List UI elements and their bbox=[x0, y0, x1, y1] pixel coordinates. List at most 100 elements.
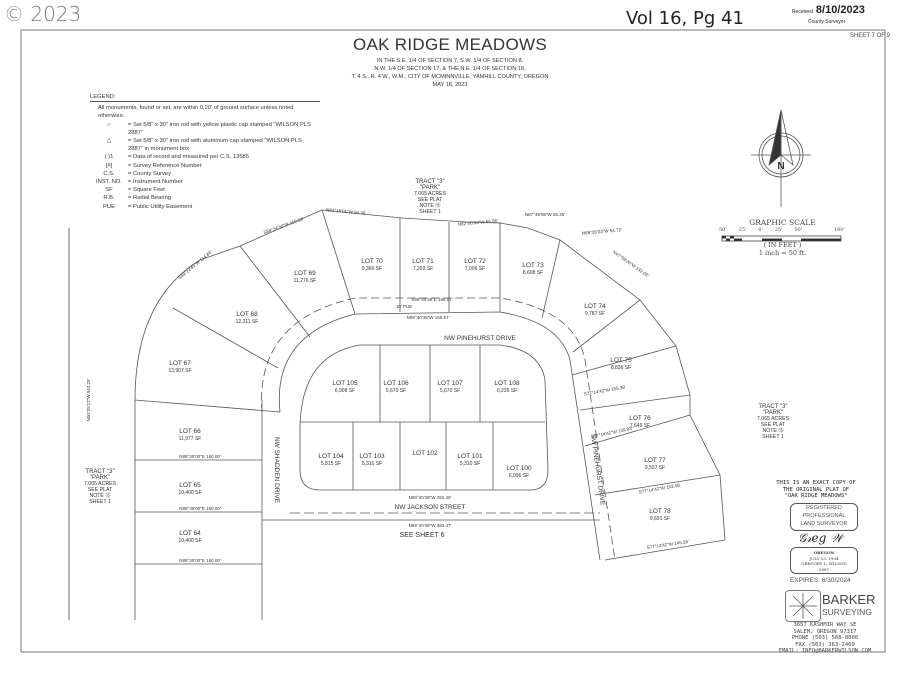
lot-area: 5,670 SF bbox=[386, 388, 406, 394]
subtitle-line: IN THE S.E. 1/4 OF SECTION 7, S.W. 1/4 O… bbox=[376, 58, 524, 64]
tract-park-label: SHEET 1 bbox=[762, 434, 784, 440]
legend-symbol: R.B. bbox=[103, 195, 115, 202]
scale-ticks: 50'25'0'25'50'100' bbox=[719, 227, 845, 233]
fax: FAX (503) 363-2469 bbox=[795, 641, 855, 648]
stamp-line: REGISTERED bbox=[806, 505, 842, 511]
tract-park-label: "PARK" bbox=[420, 185, 440, 191]
street-jackson: NW JACKSON STREET bbox=[395, 504, 466, 511]
north-label: N bbox=[777, 161, 784, 172]
lot-number: LOT 103 bbox=[359, 453, 385, 460]
bearing-label: N82°00'03"W 65.56' bbox=[458, 218, 499, 226]
lot-area: 5,670 SF bbox=[440, 388, 460, 394]
surveyor-signature: 𝒢𝓇𝑒𝑔 𝒲 bbox=[798, 531, 843, 545]
tract-park-label: SHEET 1 bbox=[419, 209, 441, 215]
tract-park-label: 7.065 ACRES bbox=[757, 416, 790, 422]
lot-number: LOT 67 bbox=[169, 360, 191, 367]
legend-symbol: [#] bbox=[105, 162, 113, 169]
legend-heading: LEGEND: bbox=[90, 93, 320, 103]
bearing-label: S77°14'42"W 155.39' bbox=[583, 384, 626, 396]
lot-area: 9,507 SF bbox=[645, 465, 665, 471]
lot-number: LOT 64 bbox=[179, 530, 201, 537]
tract-park-label: SHEET 1 bbox=[89, 499, 111, 505]
street-pinehurst-vertical: NW PINEHURST DRIVE bbox=[589, 434, 606, 507]
sheet-number: SHEET 7 OF 9 bbox=[850, 33, 890, 39]
legend-item: INST. NO.= Instrument Number bbox=[90, 178, 320, 186]
lot-number: LOT 65 bbox=[179, 482, 201, 489]
tract-park-label: "PARK" bbox=[763, 410, 783, 416]
legend-symbol: ( )1 bbox=[104, 154, 114, 161]
lot-number: LOT 72 bbox=[464, 258, 486, 265]
tract-park-label: 7.065 ACRES bbox=[84, 481, 117, 487]
legend-item: PUE= Public Utility Easement bbox=[90, 203, 320, 211]
lot-number: LOT 101 bbox=[457, 453, 483, 460]
lot-area: 5,310 SF bbox=[362, 461, 382, 467]
bearing-label: N47°56'26"W 132.05' bbox=[612, 249, 650, 278]
email: EMAIL: INFO@BARKERWILSON.COM bbox=[778, 648, 872, 654]
tract-park-label: NOTE ⑬ bbox=[419, 201, 440, 209]
lot-72: LOT 727,006 SF bbox=[464, 258, 486, 272]
barker-compass-logo-icon bbox=[785, 590, 821, 622]
bearing-label: S77°14'42"W 152.58' bbox=[638, 482, 681, 494]
lot-area: 8,836 SF bbox=[611, 365, 631, 371]
scale-tick: 50' bbox=[794, 227, 803, 233]
legend-symbol: ○ bbox=[107, 121, 111, 128]
stamp-line: JULY 13, 1994 bbox=[809, 555, 839, 561]
street-labels: NW PINEHURST DRIVE NW JACKSON STREET NW … bbox=[273, 335, 606, 539]
bearing-label: N89°40'38"W 292.40' bbox=[409, 495, 452, 500]
legend-text: = Square Feet bbox=[128, 187, 165, 194]
bearing-label: S68°24'30"W 110.33' bbox=[263, 216, 304, 235]
scale-tick: 0' bbox=[758, 227, 763, 233]
legend-symbol: PUE bbox=[103, 203, 115, 210]
street-shadden: NW SHADDEN DRIVE bbox=[273, 437, 280, 504]
subtitle-date: MAY 18, 2023 bbox=[432, 82, 468, 88]
legend-note: All monuments, found or set, are within … bbox=[98, 105, 294, 120]
copy-line: THIS IS AN EXACT COPY OF bbox=[776, 480, 856, 486]
copyright-notice: © 2023 bbox=[4, 2, 82, 26]
lot-number: LOT 107 bbox=[437, 380, 463, 387]
lot-number: LOT 74 bbox=[584, 303, 606, 310]
legend-symbol: C.S. bbox=[103, 170, 115, 177]
legend-text: = Instrument Number bbox=[128, 179, 183, 186]
lot-73: LOT 738,608 SF bbox=[522, 262, 544, 276]
lot-area: 9,787 SF bbox=[585, 311, 605, 317]
north-arrow-compass-icon: N bbox=[751, 109, 811, 207]
scale-units: ( IN FEET ) bbox=[763, 241, 802, 249]
graphic-scale-bar bbox=[721, 235, 842, 242]
lot-area: 9,366 SF bbox=[362, 266, 382, 272]
tract-park-label: TRACT "3" bbox=[85, 469, 114, 475]
company-address: 3657 KASHMIR WAY SE SALEM, OREGON 97317 … bbox=[760, 622, 890, 655]
lot-74: LOT 749,787 SF bbox=[584, 303, 606, 317]
exact-copy-statement: THIS IS AN EXACT COPY OF THE ORIGINAL PL… bbox=[760, 480, 872, 500]
bearing-label: N00°25'12"W 942.29' bbox=[86, 379, 91, 422]
lot-area: 6,096 SF bbox=[509, 473, 529, 479]
phone: PHONE (503) 588-8800 bbox=[791, 635, 859, 641]
street-pinehurst: NW PINEHURST DRIVE bbox=[444, 335, 516, 342]
lot-area: 6,239 SF bbox=[497, 388, 517, 394]
lot-number: LOT 68 bbox=[236, 311, 258, 318]
received-stamp: Received 8/10/2023 bbox=[792, 4, 865, 16]
lot-77: LOT 779,507 SF bbox=[644, 457, 666, 471]
lot-area: 5,310 SF bbox=[460, 461, 480, 467]
lot-lines bbox=[68, 209, 726, 620]
volume-page-annotation: Vol 16, Pg 41 bbox=[626, 8, 744, 29]
stamp-line: PROFESSIONAL bbox=[802, 513, 846, 519]
bearing-label: 10' PUE bbox=[396, 304, 412, 309]
address-line: SALEM, OREGON 97317 bbox=[793, 628, 857, 635]
tract-park-label: SEE PLAT bbox=[88, 487, 113, 493]
bearing-label: N89°40'38"W 160.67' bbox=[407, 315, 450, 320]
bearing-label: N81°15'01"W 94.36' bbox=[326, 207, 367, 215]
legend-item: ( )1= Data of record and measured per C.… bbox=[90, 153, 320, 161]
stamp-line: OREGON bbox=[813, 550, 835, 555]
lot-71: LOT 717,292 SF bbox=[412, 258, 434, 272]
tract-park-label: 7.065 ACRES bbox=[414, 191, 447, 197]
scale-ratio: 1 inch = 50 ft. bbox=[758, 249, 807, 257]
